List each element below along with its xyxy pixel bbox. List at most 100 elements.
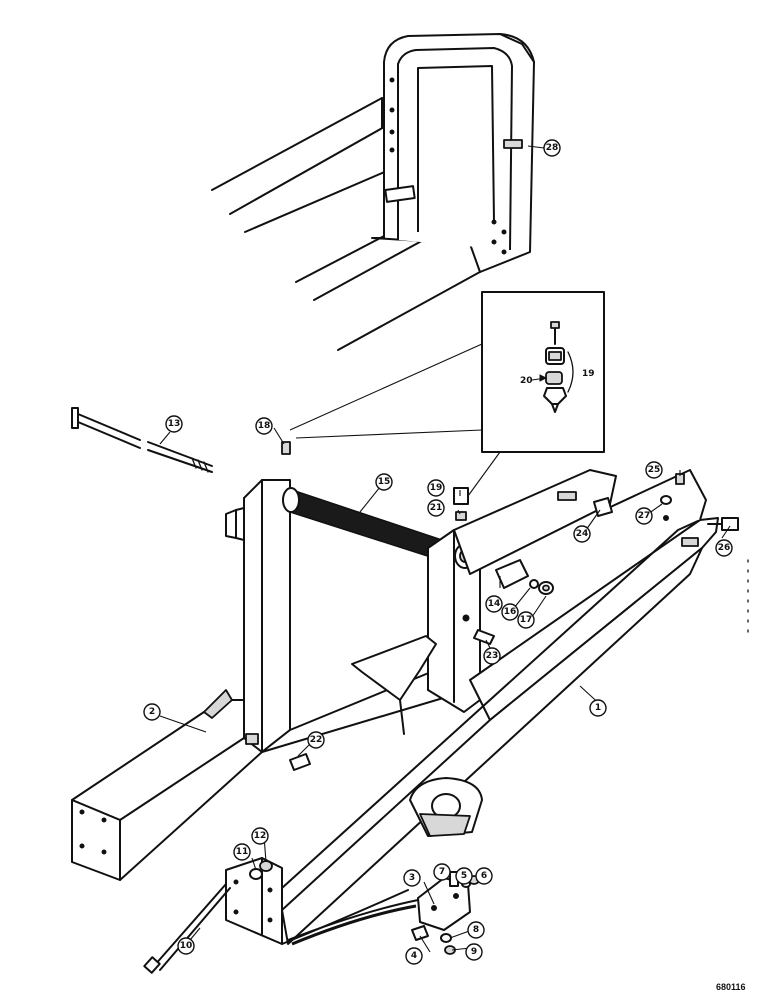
inset-leader-2 [295, 429, 483, 439]
inset-leader-3 [467, 451, 501, 497]
drawing-code: 680116 [716, 982, 746, 992]
callout-22: 22 [307, 731, 325, 749]
callout-19: 19 [427, 479, 445, 497]
pin-22 [289, 753, 311, 771]
callout-5: 5 [455, 867, 473, 885]
callout-15-label: 15 [378, 477, 391, 487]
washer-8 [440, 933, 452, 943]
callout-5-label: 5 [461, 871, 467, 881]
bolt-10 [153, 883, 231, 971]
part-20-label: 20 [520, 376, 533, 386]
callout-18: 18 [255, 417, 273, 435]
screw-23 [473, 629, 495, 645]
callout-25-label: 25 [648, 465, 661, 475]
rail-bracket [557, 491, 577, 501]
upper-frame-assembly [211, 33, 535, 351]
setscrew-18 [281, 441, 291, 455]
part-20-arrowhead [539, 374, 548, 382]
hoop-top-edge [499, 33, 535, 63]
plug-24 [593, 497, 613, 517]
part-19-brace [567, 351, 574, 393]
front-plate [225, 857, 409, 945]
inset-detail: 20 19 [289, 291, 605, 497]
hoop-holes [389, 77, 507, 255]
hoop-slot [503, 139, 523, 149]
callout-25: 25 [645, 461, 663, 479]
callout-14-label: 14 [488, 599, 501, 609]
callout-24-label: 24 [576, 529, 589, 539]
callout-16: 16 [501, 603, 519, 621]
inset-leader-1 [289, 343, 483, 431]
hardware [143, 473, 739, 974]
callout-4-label: 4 [411, 951, 417, 961]
nut-12 [259, 860, 273, 872]
callout-13-label: 13 [168, 419, 181, 429]
callout-24: 24 [573, 525, 591, 543]
callout-2-label: 2 [149, 707, 155, 717]
callout-12-label: 12 [254, 831, 267, 841]
cross-shaft-15 [282, 487, 443, 561]
fitting-21 [455, 511, 467, 521]
callout-7: 7 [433, 863, 451, 881]
callout-18-label: 18 [258, 421, 271, 431]
part-19-label: 19 [582, 369, 595, 379]
callout-21: 21 [427, 499, 445, 517]
callout-27-label: 27 [638, 511, 651, 521]
callout-7-label: 7 [439, 867, 445, 877]
inset-box [481, 291, 605, 453]
callout-12: 12 [251, 827, 269, 845]
callout-13: 13 [165, 415, 183, 433]
hoop-window [417, 65, 495, 232]
callout-28-label: 28 [546, 143, 559, 153]
callout-11: 11 [233, 843, 251, 861]
washer-16 [529, 579, 539, 589]
callout-16-label: 16 [504, 607, 517, 617]
plug-near-22 [245, 733, 259, 745]
callout-6-label: 6 [481, 871, 487, 881]
upper-rail-left [211, 97, 401, 215]
fitting-19 [453, 487, 469, 505]
callout-6: 6 [475, 867, 493, 885]
callout-1: 1 [589, 699, 607, 717]
callout-9-label: 9 [471, 947, 477, 957]
callout-10: 10 [177, 937, 195, 955]
callout-4: 4 [405, 947, 423, 965]
callout-27: 27 [635, 507, 653, 525]
grease-fitting-stack [543, 321, 567, 413]
tow-hook [409, 777, 483, 837]
callout-1-label: 1 [595, 703, 601, 713]
callout-28: 28 [543, 139, 561, 157]
bolt-4 [411, 925, 429, 941]
rail-slot [681, 537, 699, 547]
tie-rod-13 [71, 407, 213, 473]
washer-11 [249, 868, 263, 880]
callout-17-label: 17 [520, 615, 533, 625]
callout-23-label: 23 [486, 651, 499, 661]
callout-23: 23 [483, 647, 501, 665]
hoop-plate [384, 185, 416, 203]
callout-8-label: 8 [473, 925, 479, 935]
callout-11-label: 11 [236, 847, 249, 857]
callout-8: 8 [467, 921, 485, 939]
callout-10-label: 10 [180, 941, 193, 951]
callout-26: 26 [715, 539, 733, 557]
callout-26-label: 26 [718, 543, 731, 553]
callout-19-label: 19 [430, 483, 443, 493]
bracket-curve [287, 899, 419, 941]
pin-14 [495, 559, 529, 589]
callout-17: 17 [517, 611, 535, 629]
washer-27 [660, 495, 672, 505]
callout-9: 9 [465, 943, 483, 961]
callout-15: 15 [375, 473, 393, 491]
callout-2: 2 [143, 703, 161, 721]
callout-14: 14 [485, 595, 503, 613]
callout-21-label: 21 [430, 503, 443, 513]
callout-3: 3 [403, 869, 421, 887]
callout-3-label: 3 [409, 873, 415, 883]
bolt-26-head [721, 517, 739, 531]
callout-22-label: 22 [310, 735, 323, 745]
side-rail-1 [281, 469, 719, 945]
left-upright [225, 479, 471, 753]
